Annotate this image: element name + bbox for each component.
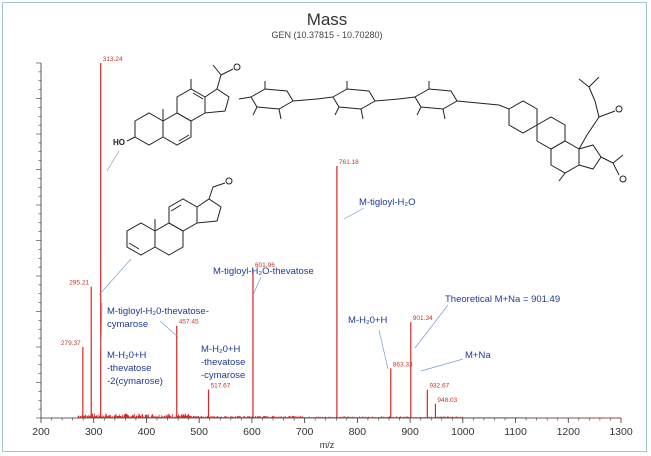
annotation-mh2o-2cymarose-line2: -thevatose [107, 363, 151, 374]
fragment-annotations: M-tigloyl-H₂O M-tigloyl-H₂O-thevatose M-… [98, 150, 560, 387]
x-tick-label: 200 [32, 426, 50, 438]
mass-spectrum-chart: Mass GEN (10.37815 - 10.70280) 200 300 400… [32, 10, 633, 450]
peak-label: 901.34 [413, 315, 433, 322]
annotation-mh2o-cymarose-line1: M-H₂0+H [201, 344, 240, 355]
x-tick-label: 1100 [504, 426, 527, 438]
annotation-m-tigloyl-h2o: M-tigloyl-H₂O [359, 197, 415, 208]
x-tick-label: 1300 [609, 426, 633, 438]
annotation-mh2o-2cymarose-line3: -2(cymarose) [107, 376, 163, 387]
steroid-structure-right [498, 76, 627, 183]
annotation-m-tigloyl-thevatose-cymarose-line2: cymarose [107, 319, 148, 330]
spectrum-baseline-noise [77, 413, 622, 419]
x-tick-label: 600 [243, 426, 261, 438]
x-axis-ticks: 200 300 400 500 600 700 800 900 1000 1100 1200 1300 [32, 418, 633, 438]
x-tick-label: 300 [85, 426, 103, 438]
chart-title: Mass [307, 10, 348, 29]
x-tick-label: 1000 [451, 426, 475, 438]
annotation-m-tigloyl-h2o-thevatose: M-tigloyl-H₂O-thevatose [213, 266, 314, 277]
x-tick-label: 400 [138, 426, 156, 438]
x-tick-label: 800 [349, 426, 367, 438]
peak-label: 279.37 [61, 340, 81, 347]
annotation-mh2o-plus-h: M-H₂0+H [348, 315, 387, 326]
peak-label: 932.67 [429, 383, 449, 390]
annotation-m-tigloyl-thevatose-cymarose-line1: M-tigloyl-H₂0-thevatose- [107, 306, 209, 317]
x-tick-label: 500 [190, 426, 208, 438]
steroid-structure-top [126, 63, 241, 146]
x-tick-label: 700 [296, 426, 314, 438]
annotation-mh2o-cymarose-line3: -cymarose [201, 370, 245, 381]
chart-subtitle: GEN (10.37815 - 10.70280) [271, 30, 382, 40]
peak-label: 313.24 [103, 56, 123, 63]
peak-value-labels: 279.37 295.21 313.24 457.45 517.67 601.96 761.… [61, 56, 458, 404]
annotation-m-plus-na: M+Na [465, 350, 491, 361]
steroid-structure-lower [126, 177, 233, 256]
annotation-mh2o-cymarose-line2: -thevatose [201, 357, 245, 368]
peak-label: 863.33 [393, 361, 413, 368]
x-tick-label: 900 [401, 426, 419, 438]
peak-label: 457.45 [179, 319, 199, 326]
annotation-mh2o-2cymarose-line1: M-H₂0+H [107, 350, 146, 361]
peak-label: 517.67 [210, 383, 230, 390]
sugar-chain-structure [238, 81, 500, 120]
x-tick-label: 1200 [557, 426, 581, 438]
peak-label: 948.03 [437, 397, 457, 404]
peak-label: 761.18 [339, 159, 359, 166]
spectrum-peaks [82, 63, 437, 418]
peak-label: 601.96 [255, 262, 275, 269]
annotation-theoretical-m-na: Theoretical M+Na = 901.49 [445, 294, 560, 305]
peak-label: 295.21 [69, 280, 89, 287]
chart-frame: Mass GEN (10.37815 - 10.70280) 200 300 400… [2, 2, 647, 452]
hydroxyl-label: HO [113, 138, 125, 147]
y-axis-ticks [36, 62, 41, 419]
x-axis-label: m/z [320, 440, 335, 450]
